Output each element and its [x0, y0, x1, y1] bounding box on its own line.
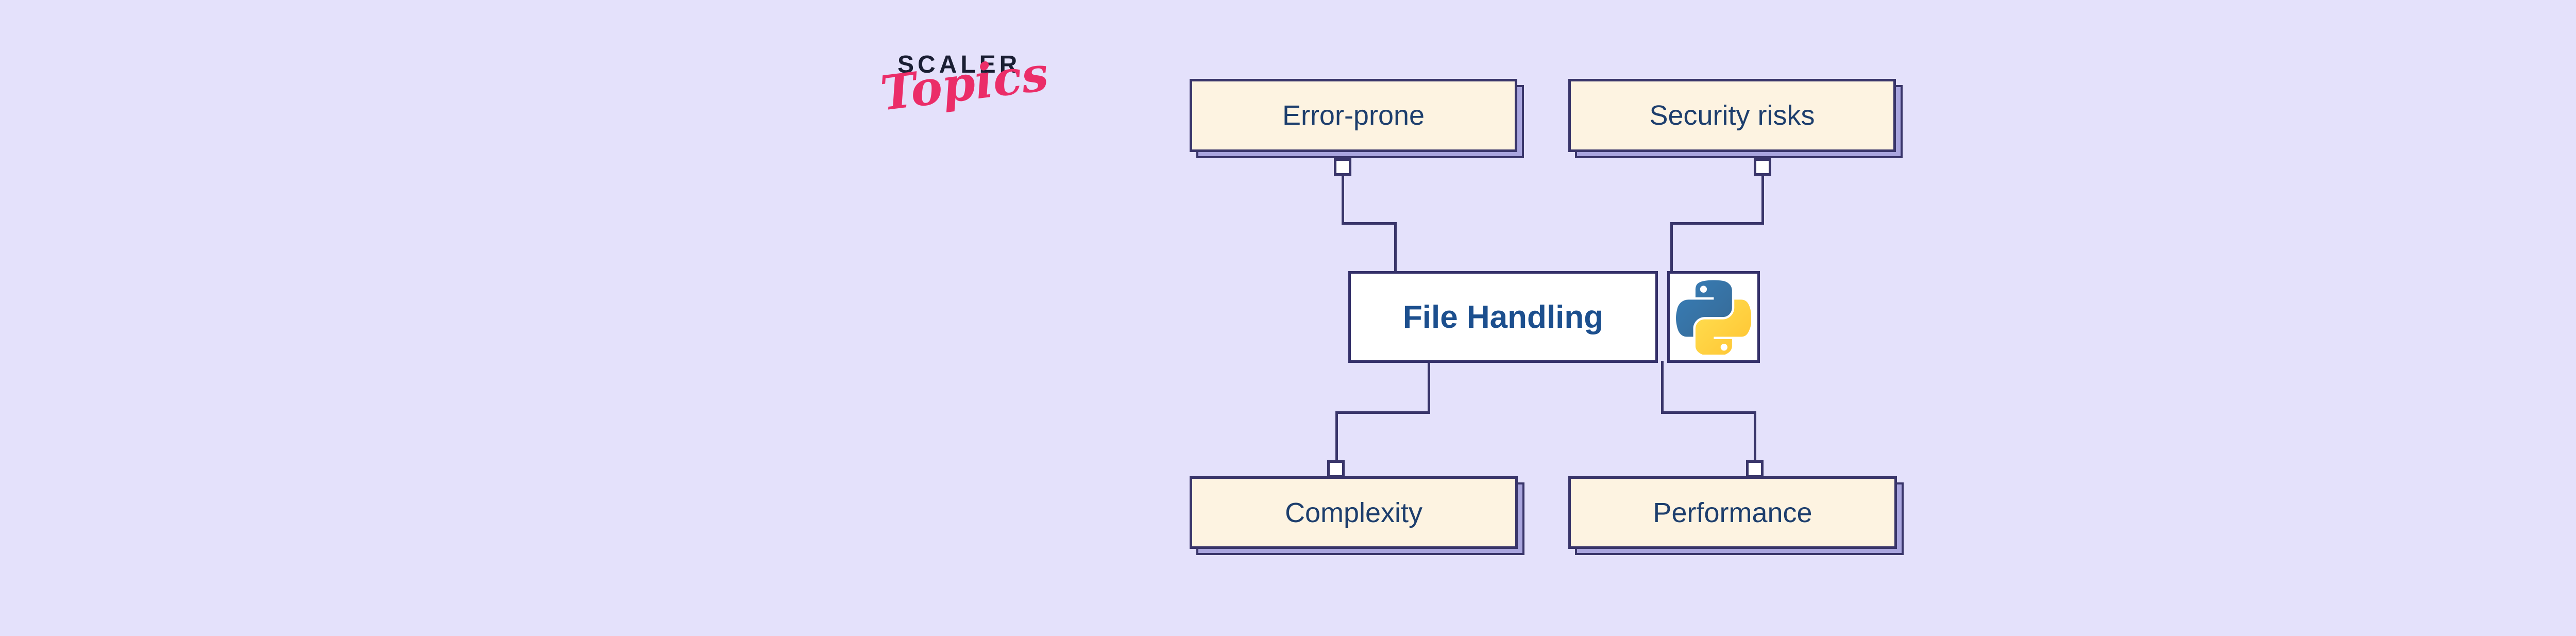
connector-error-to-center: [1342, 222, 1397, 225]
connector-security-to-center: [1761, 176, 1764, 225]
node-error-prone: Error-prone: [1190, 79, 1524, 158]
node-face: Error-prone: [1190, 79, 1517, 152]
connector-center-to-performance: [1754, 411, 1756, 460]
port-complexity: [1327, 460, 1345, 478]
python-logo-panel: [1667, 271, 1760, 363]
connector-error-to-center: [1394, 222, 1397, 271]
python-logo-icon: [1676, 280, 1751, 355]
node-label: Complexity: [1284, 497, 1423, 528]
center-node-file-handling: File Handling: [1348, 271, 1658, 363]
node-complexity: Complexity: [1190, 476, 1524, 555]
connector-center-to-performance: [1661, 411, 1756, 414]
connector-center-to-complexity: [1428, 363, 1430, 414]
node-performance: Performance: [1568, 476, 1904, 555]
node-face: Performance: [1568, 476, 1897, 549]
node-face: Complexity: [1190, 476, 1518, 549]
scaler-topics-logo: SCALER Topics: [876, 46, 1051, 160]
node-face: Security risks: [1568, 79, 1896, 152]
port-security-risks: [1754, 158, 1771, 176]
scaler-brand-text: SCALER: [897, 51, 1021, 78]
connector-center-to-performance: [1661, 361, 1664, 414]
connector-error-to-center: [1342, 176, 1344, 225]
node-label: Security risks: [1649, 100, 1815, 131]
connector-security-to-center: [1670, 222, 1673, 271]
port-error-prone: [1334, 158, 1351, 176]
connector-center-to-complexity: [1335, 411, 1430, 414]
port-performance: [1746, 460, 1764, 478]
node-security-risks: Security risks: [1568, 79, 1903, 158]
node-label: Error-prone: [1282, 100, 1425, 131]
connector-center-to-complexity: [1335, 411, 1338, 460]
center-node-label: File Handling: [1402, 299, 1604, 335]
node-label: Performance: [1653, 497, 1812, 528]
connector-security-to-center: [1670, 222, 1764, 225]
